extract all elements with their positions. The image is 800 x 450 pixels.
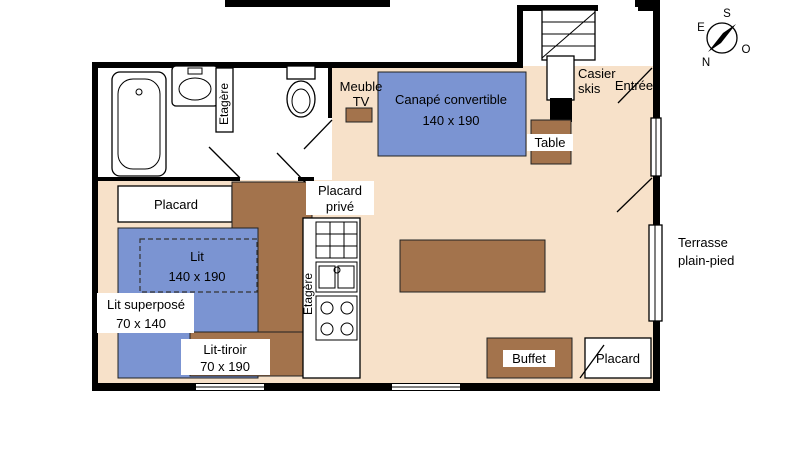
window-bottom-left bbox=[196, 384, 264, 390]
ski-locker bbox=[546, 55, 575, 101]
bathtub-drain bbox=[135, 88, 143, 96]
kitchen-shelf-label: Etagère bbox=[301, 273, 315, 315]
island-table bbox=[399, 239, 546, 293]
kitchen-outline bbox=[302, 217, 361, 379]
terrace-sliding-door bbox=[648, 224, 663, 322]
lit-tiroir-label-box bbox=[181, 339, 270, 375]
wall-bottom bbox=[92, 383, 660, 391]
terrace-door bbox=[616, 177, 653, 213]
wall-bathroom-right bbox=[328, 62, 332, 118]
bathtub bbox=[111, 71, 167, 177]
hall-door bbox=[303, 119, 333, 150]
bathroom-shelf bbox=[215, 67, 234, 133]
placard-prive-label-box bbox=[306, 181, 374, 215]
bed-label: Lit bbox=[190, 249, 204, 264]
bunk-bed-label: Lit superposé bbox=[107, 297, 185, 312]
compass-n-label: N bbox=[702, 57, 710, 69]
wall-top-left bbox=[92, 62, 520, 68]
terrace-label-2: plain-pied bbox=[678, 253, 734, 268]
wall-left bbox=[92, 62, 98, 391]
tv-unit bbox=[345, 107, 373, 123]
toilet-bowl bbox=[286, 80, 316, 118]
stove-burner bbox=[320, 322, 334, 336]
tv-unit-label-1: Meuble bbox=[340, 79, 383, 94]
closet-bottom-label: Placard bbox=[596, 351, 640, 366]
table-label-box bbox=[527, 134, 573, 151]
stove bbox=[315, 295, 358, 341]
buffet-label: Buffet bbox=[512, 351, 546, 366]
bedroom-door bbox=[276, 152, 306, 183]
ski-locker-label-1: Casier bbox=[578, 66, 616, 81]
wall-top-right bbox=[517, 5, 660, 11]
private-closet-label-1: Placard bbox=[318, 183, 362, 198]
kitchen-faucet bbox=[333, 266, 341, 274]
bathroom-shelf-label: Etagère bbox=[217, 83, 231, 125]
stove-burner bbox=[320, 301, 334, 315]
bathtub-inner bbox=[117, 78, 161, 170]
compass-circle bbox=[706, 22, 738, 54]
wall-bathroom-bottom bbox=[92, 177, 240, 181]
drawer-bed-dim-label: 70 x 190 bbox=[200, 359, 250, 374]
kitchen-sink-unit bbox=[315, 261, 358, 293]
stair-diagonal bbox=[541, 11, 596, 59]
compass-needle bbox=[708, 24, 736, 52]
closet-door-bottom bbox=[579, 344, 605, 379]
stove-burner bbox=[340, 322, 354, 336]
closet-left bbox=[117, 185, 233, 223]
stairs bbox=[541, 9, 596, 61]
closet-left-label: Placard bbox=[154, 197, 198, 212]
exterior-top-bar bbox=[225, 0, 390, 7]
wall-right bbox=[653, 5, 660, 391]
buffet-label-box bbox=[503, 350, 555, 367]
entrance-door-gap bbox=[598, 5, 638, 11]
ski-locker-base bbox=[550, 98, 572, 122]
toilet-tank bbox=[286, 65, 316, 80]
entrance-door bbox=[617, 67, 653, 104]
compass: S E O N bbox=[697, 8, 750, 69]
window-right-upper bbox=[650, 117, 662, 177]
toilet bbox=[286, 65, 316, 118]
kitchen-sink-basin bbox=[318, 265, 336, 289]
sofa-label: Canapé convertible bbox=[395, 92, 507, 107]
shelf-outline bbox=[215, 67, 234, 133]
wall-entrance-left bbox=[517, 5, 523, 68]
lit-superpose-label-box bbox=[97, 293, 194, 333]
tv-unit-label-2: TV bbox=[353, 94, 370, 109]
toilet-seat bbox=[291, 88, 311, 114]
sofa-dim-label: 140 x 190 bbox=[422, 113, 479, 128]
sofa-bed bbox=[377, 71, 527, 157]
kitchen-block bbox=[302, 217, 361, 379]
window-bottom-center bbox=[392, 384, 460, 390]
compass-s-label: S bbox=[723, 8, 731, 20]
entrance-label: Entrée bbox=[615, 78, 653, 93]
private-closet-label-2: privé bbox=[326, 199, 354, 214]
sink-faucet bbox=[187, 67, 203, 75]
kitchen-sink-basin bbox=[337, 265, 355, 289]
wall-top-corner bbox=[635, 0, 660, 7]
terrace-label-1: Terrasse bbox=[678, 235, 728, 250]
bunk-bed-dim-label: 70 x 140 bbox=[116, 316, 166, 331]
drawer-bed-label: Lit-tiroir bbox=[203, 342, 247, 357]
bed-dim-label: 140 x 190 bbox=[168, 269, 225, 284]
compass-e-label: E bbox=[697, 22, 705, 34]
sink-basin bbox=[178, 77, 212, 101]
kitchen-shelf-grid bbox=[315, 221, 358, 259]
stove-burner bbox=[340, 301, 354, 315]
bathroom-door bbox=[208, 146, 241, 179]
wall-bathroom-bottom-2 bbox=[298, 177, 314, 181]
sink bbox=[171, 65, 219, 107]
ski-locker-label-2: skis bbox=[578, 81, 601, 96]
table-label: Table bbox=[534, 135, 565, 150]
compass-o-label: O bbox=[742, 44, 751, 56]
closet-bottom-right bbox=[584, 337, 652, 379]
bathtub-outer bbox=[111, 71, 167, 177]
bed-dashed-outline bbox=[139, 238, 258, 293]
